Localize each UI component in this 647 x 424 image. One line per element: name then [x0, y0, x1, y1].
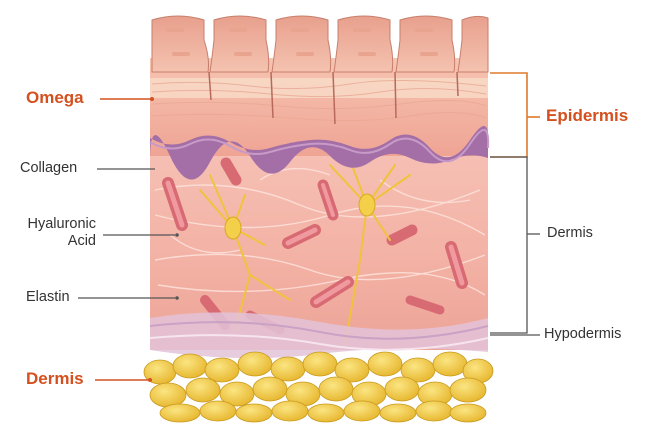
label-dermis-left: Dermis [26, 369, 84, 389]
right-brackets [490, 73, 540, 335]
hyaluronic-leader-dot [175, 233, 179, 237]
omega-leader-dot [150, 97, 154, 101]
dermis-left-leader-dot [148, 378, 152, 382]
label-omega: Omega [26, 88, 84, 108]
label-dermis-right: Dermis [547, 225, 593, 242]
label-epidermis: Epidermis [546, 106, 628, 126]
label-collagen: Collagen [20, 160, 77, 177]
dermis-bracket [490, 157, 527, 333]
label-elastin: Elastin [26, 289, 70, 306]
label-hyaluronic-line1: Hyaluronic [28, 216, 97, 233]
fat-layer [144, 352, 493, 422]
label-hyaluronic-line2: Acid [28, 233, 97, 250]
label-hypodermis: Hypodermis [544, 326, 621, 343]
elastin-leader-dot [175, 296, 179, 300]
epidermis-bracket [490, 73, 527, 157]
label-hyaluronic-acid: Hyaluronic Acid [28, 216, 97, 249]
